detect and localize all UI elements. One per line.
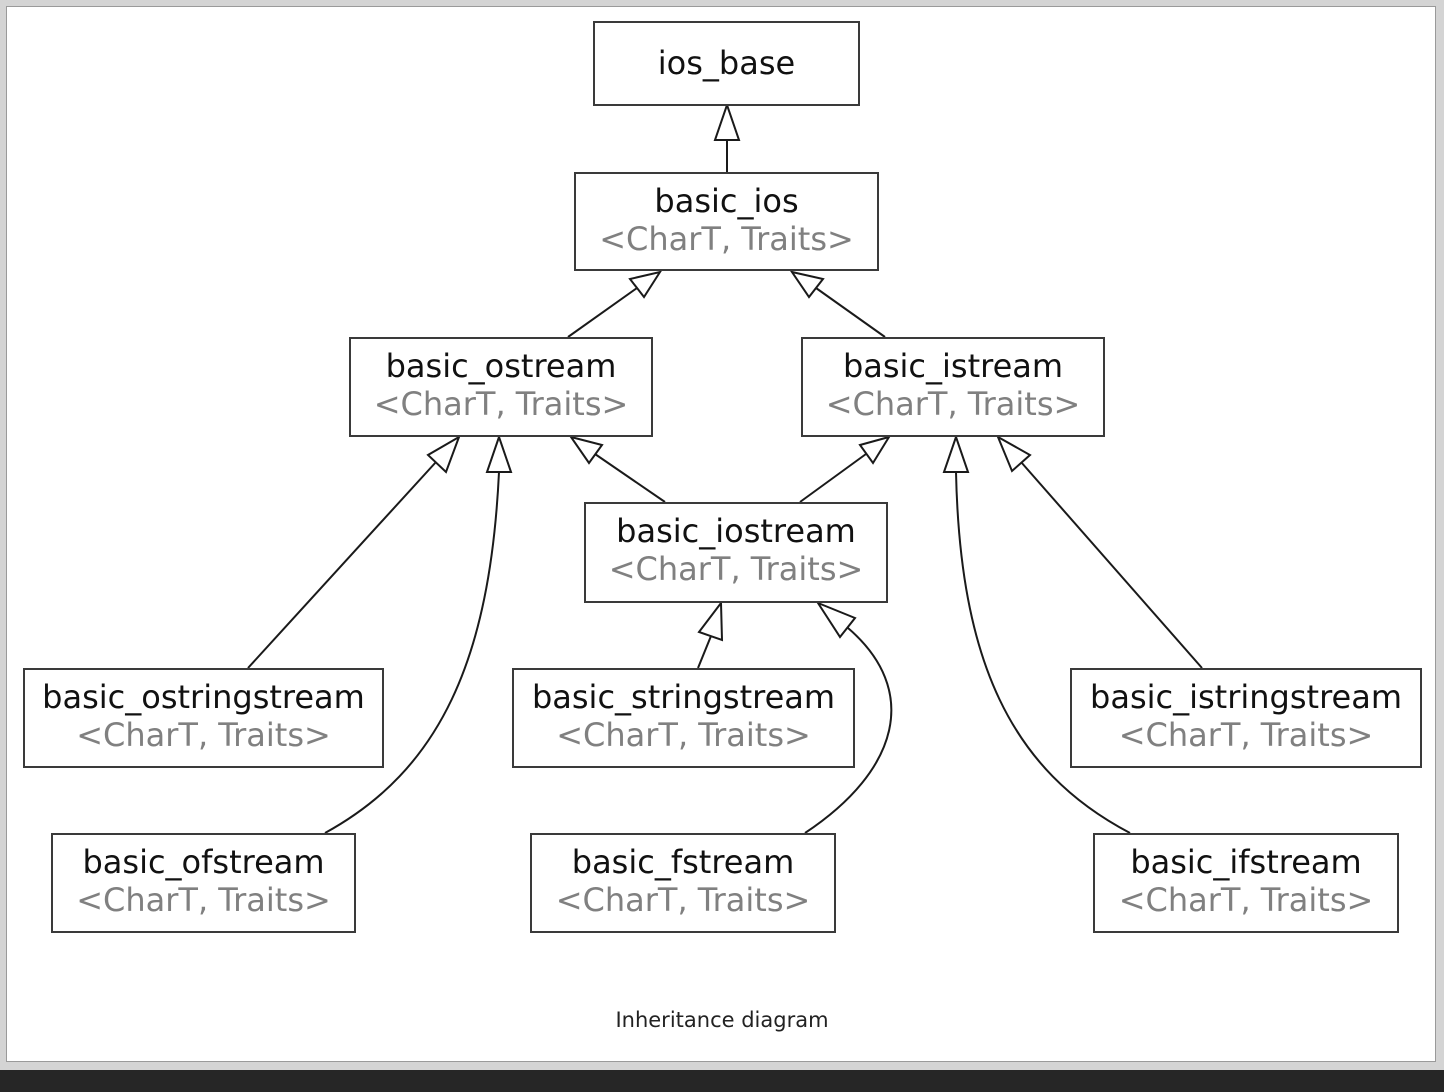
screenshot-frame: ios_base basic_ios <CharT, Traits> basic… bbox=[0, 0, 1444, 1070]
node-name: basic_ostream bbox=[385, 347, 617, 385]
node-name: basic_ofstream bbox=[82, 843, 325, 881]
edge-basic-ofstream-to-basic-ostream bbox=[324, 471, 500, 834]
edge-basic-ifstream-to-basic-istream bbox=[955, 471, 1131, 834]
arrowhead-ios-base bbox=[713, 101, 741, 141]
node-template: <CharT, Traits> bbox=[76, 716, 331, 754]
node-template: <CharT, Traits> bbox=[373, 385, 629, 423]
node-basic-stringstream: basic_stringstream <CharT, Traits> bbox=[512, 668, 855, 768]
edge-basic-stringstream-to-basic-iostream bbox=[697, 635, 712, 669]
arrowhead-basic-ios-right bbox=[789, 270, 825, 299]
arrowhead-basic-ostream-iostream bbox=[568, 435, 604, 465]
edge-basic-iostream-to-basic-ostream bbox=[594, 453, 666, 503]
node-template: <CharT, Traits> bbox=[555, 881, 811, 919]
node-basic-istringstream: basic_istringstream <CharT, Traits> bbox=[1070, 668, 1422, 768]
node-template: <CharT, Traits> bbox=[556, 716, 811, 754]
node-name: basic_istream bbox=[842, 347, 1064, 385]
node-basic-ostream: basic_ostream <CharT, Traits> bbox=[349, 337, 653, 437]
arrowhead-basic-istream-istringstream bbox=[995, 434, 1032, 473]
node-template: <CharT, Traits> bbox=[599, 220, 854, 258]
node-basic-istream: basic_istream <CharT, Traits> bbox=[801, 337, 1105, 437]
node-basic-ofstream: basic_ofstream <CharT, Traits> bbox=[51, 833, 356, 933]
node-basic-ostringstream: basic_ostringstream <CharT, Traits> bbox=[23, 668, 384, 768]
node-name: basic_iostream bbox=[616, 512, 856, 550]
arrowhead-basic-ostream-ostringstream bbox=[426, 434, 461, 474]
edge-basic-ostringstream-to-basic-ostream bbox=[247, 461, 437, 669]
node-ios-base: ios_base bbox=[593, 21, 860, 106]
arrowhead-basic-iostream-fstream bbox=[815, 600, 857, 639]
node-name: basic_ostringstream bbox=[42, 678, 365, 716]
arrowhead-basic-ostream-ofstream bbox=[485, 433, 513, 473]
node-basic-iostream: basic_iostream <CharT, Traits> bbox=[584, 502, 888, 603]
edge-basic-fstream-to-basic-iostream bbox=[804, 627, 893, 834]
node-name: basic_stringstream bbox=[531, 678, 836, 716]
node-name: basic_fstream bbox=[571, 843, 795, 881]
bottom-bar bbox=[0, 1070, 1444, 1092]
node-template: <CharT, Traits> bbox=[1118, 881, 1374, 919]
arrowhead-basic-istream-iostream bbox=[858, 435, 892, 465]
edge-basic-istream-to-basic-ios bbox=[815, 287, 886, 338]
edge-basic-iostream-to-basic-istream bbox=[799, 453, 867, 503]
node-name: basic_istringstream bbox=[1090, 678, 1402, 716]
node-template: <CharT, Traits> bbox=[1118, 716, 1374, 754]
node-template: <CharT, Traits> bbox=[76, 881, 331, 919]
node-template: <CharT, Traits> bbox=[608, 550, 864, 588]
node-basic-fstream: basic_fstream <CharT, Traits> bbox=[530, 833, 836, 933]
node-name: ios_base bbox=[657, 44, 796, 82]
node-basic-ios: basic_ios <CharT, Traits> bbox=[574, 172, 879, 271]
diagram-caption: Inheritance diagram bbox=[615, 1008, 829, 1032]
edge-basic-ostream-to-basic-ios bbox=[567, 287, 638, 338]
node-template: <CharT, Traits> bbox=[825, 385, 1081, 423]
arrowhead-basic-iostream-stringstream bbox=[697, 600, 724, 642]
node-name: basic_ifstream bbox=[1130, 843, 1362, 881]
arrowhead-basic-istream-ifstream bbox=[942, 433, 970, 473]
node-basic-ifstream: basic_ifstream <CharT, Traits> bbox=[1093, 833, 1399, 933]
edge-basic-istringstream-to-basic-istream bbox=[1020, 461, 1203, 669]
node-name: basic_ios bbox=[654, 182, 799, 220]
arrowhead-basic-ios-left bbox=[628, 270, 663, 299]
inheritance-edges bbox=[247, 101, 1203, 834]
